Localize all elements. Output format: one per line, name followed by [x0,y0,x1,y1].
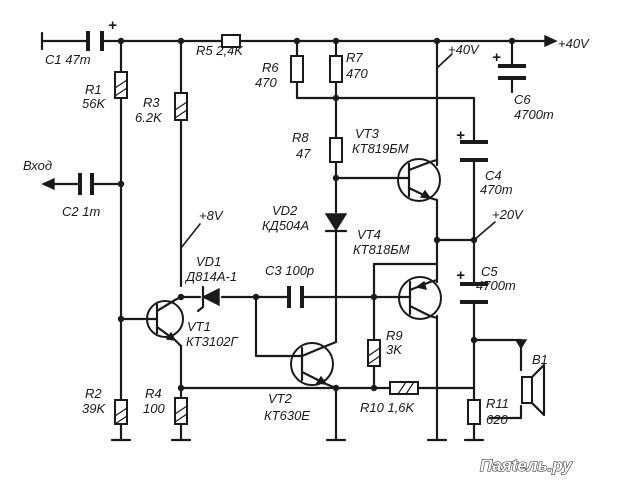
component-labels: C1 47m R1 56K Вход C2 1m R2 39K R3 6.2K … [23,36,590,427]
diode-vd2 [324,213,348,233]
label-vt4-name: VT4 [357,227,381,242]
label-vt4-part: КТ818БМ [353,242,410,257]
label-b1: B1 [532,352,548,367]
label-r6-value: 470 [255,75,277,90]
label-r4-name: R4 [145,386,162,401]
label-c4-value: 470m [480,182,513,197]
label-vt1-name: VT1 [187,319,211,334]
resistor-r1 [114,71,128,99]
label-r9-value: 3K [386,342,403,357]
transistor-vt3 [397,158,441,202]
label-r11-name: R11 [486,396,509,411]
label-r6-name: R6 [262,60,279,75]
zener-diode-vd1 [196,285,220,313]
label-vt2-part: КТ630Е [264,408,310,423]
label-vd2-name: VD2 [272,203,298,218]
label-r1-name: R1 [85,82,102,97]
label-r7-value: 470 [346,66,368,81]
resistor-r6 [290,55,304,83]
label-c2: C2 1m [62,204,100,219]
capacitor-c6: + [492,49,526,80]
rail-arrow-icon [544,34,558,48]
transistor-vt1 [146,295,184,348]
resistor-r3 [174,92,188,121]
resistor-r5 [221,34,241,48]
label-r5: R5 2,4K [196,43,244,58]
label-vd1-part: Д814А-1 [184,269,237,284]
resistor-r9 [367,339,381,367]
resistor-r11 [467,399,481,425]
junction-dots [117,37,516,392]
capacitor-c1: + [86,17,117,51]
label-r9-name: R9 [386,328,403,343]
svg-text:+: + [108,17,117,34]
resistor-r10 [389,381,419,395]
label-plus-8v: +8V [199,208,224,223]
resistor-r4 [174,397,188,425]
label-r4-value: 100 [143,401,165,416]
transistor-vt2 [286,340,338,390]
label-r7-name: R7 [346,50,363,65]
svg-text:+: + [456,267,465,284]
label-input: Вход [23,158,52,173]
label-c6-name: C6 [514,92,531,107]
label-r3-value: 6.2K [135,110,163,125]
label-r11-value: 620 [486,412,508,427]
label-r3-name: R3 [143,95,160,110]
resistor-r2 [114,399,128,425]
label-r8-name: R8 [292,130,309,145]
transistor-vt4 [398,276,442,320]
label-plus-40v-collector: +40V [448,42,480,57]
resistor-r7 [329,55,343,83]
capacitor-c2 [41,173,94,195]
label-r8-value: 47 [296,146,311,161]
speaker-b1 [514,339,546,417]
label-r2-name: R2 [85,386,102,401]
label-vt3-name: VT3 [355,126,380,141]
label-plus-40v-rail: +40V [558,36,590,51]
label-vd2-part: КД504А [262,218,309,233]
label-vt2-name: VT2 [268,391,293,406]
svg-text:+: + [492,49,501,66]
capacitor-c5: + [456,267,488,304]
label-plus-20v: +20V [492,207,524,222]
label-c4-name: C4 [485,168,502,183]
label-c5-name: C5 [481,264,498,279]
label-c5-value: 4700m [476,278,516,293]
label-r2-value: 39K [82,401,106,416]
label-c6-value: 4700m [514,107,554,122]
label-c1: C1 47m [45,52,91,67]
wires [40,31,548,442]
capacitor-c4: + [456,127,488,162]
resistor-r8 [329,137,343,163]
label-vt1-part: КТ3102Г [186,334,239,349]
label-r1-value: 56K [82,96,106,111]
label-vd1-name: VD1 [196,254,221,269]
capacitor-c3 [287,286,304,308]
label-vt3-part: КТ819БМ [352,141,409,156]
svg-text:+: + [456,127,465,144]
watermark: Паяtель.ру [480,456,573,475]
label-r10: R10 1,6K [360,400,416,415]
label-c3: C3 100p [265,263,314,278]
